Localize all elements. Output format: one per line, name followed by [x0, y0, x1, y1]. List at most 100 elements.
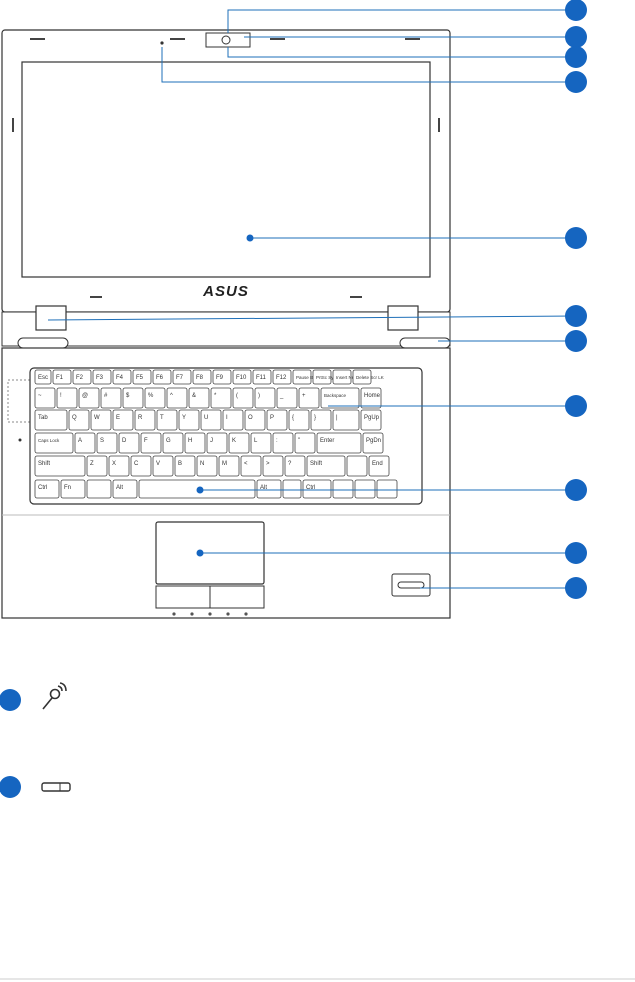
keyboard-key-label: F3	[96, 375, 104, 381]
keyboard-key-label: ?	[288, 461, 292, 467]
keyboard-key: F3	[92, 369, 112, 385]
keyboard-key-label: X	[112, 461, 116, 467]
display-panel	[21, 61, 431, 278]
legend-item-microphone	[0, 682, 67, 711]
keyboard-key-label: _	[279, 393, 284, 399]
keyboard-key: Delete Scr LK	[352, 369, 384, 385]
keyboard-key: F12	[272, 369, 292, 385]
instant-key-left	[17, 337, 69, 349]
keyboard-key-label: Ctrl	[306, 485, 315, 491]
callout	[196, 542, 587, 564]
callout	[47, 305, 587, 327]
keyboard-key: (	[232, 387, 254, 409]
keyboard-key-label: )	[258, 393, 260, 399]
keyboard-key-label: %	[148, 393, 154, 399]
keyboard-key: E	[112, 409, 134, 431]
keyboard-key: }	[310, 409, 332, 431]
keyboard-key: C	[130, 455, 152, 477]
keyboard-key-label: $	[126, 393, 130, 399]
callout-anchor-dot	[196, 486, 204, 494]
keyboard-key: F9	[212, 369, 232, 385]
keyboard-key: F2	[72, 369, 92, 385]
keyboard-key: Caps Lock	[34, 432, 74, 454]
callout-marker	[565, 330, 587, 352]
slot-icon	[41, 782, 71, 792]
keyboard-key-label: @	[82, 393, 88, 399]
keyboard-key-label: &	[192, 393, 196, 399]
keyboard-key: W	[90, 409, 112, 431]
legend-item-slot	[0, 776, 71, 798]
keyboard-key-label: Q	[72, 415, 77, 421]
keyboard-key: Alt	[256, 479, 282, 499]
callout	[246, 227, 587, 249]
callout	[161, 47, 587, 93]
keyboard-key-label: >	[266, 461, 270, 467]
callout-marker	[565, 71, 587, 93]
keyboard-key: Q	[68, 409, 90, 431]
keyboard-key-label: (	[236, 393, 238, 399]
keyboard-key-label: :	[276, 438, 278, 444]
keyboard-key-label: F6	[156, 375, 164, 381]
callout	[196, 479, 587, 501]
callout-marker	[565, 479, 587, 501]
keyboard-key: H	[184, 432, 206, 454]
keyboard-key-label: F10	[236, 375, 247, 381]
keyboard-key-label: U	[204, 415, 208, 421]
callout-marker	[565, 542, 587, 564]
keyboard-key-label: Z	[90, 461, 94, 467]
keyboard-key-label: End	[372, 461, 383, 467]
touchpad-left-button	[155, 585, 211, 609]
keyboard-key-label: PgUp	[364, 415, 380, 421]
keyboard-key: P	[266, 409, 288, 431]
keyboard-key-label: ~	[38, 393, 42, 399]
keyboard-key: F	[140, 432, 162, 454]
callout-marker	[565, 305, 587, 327]
keyboard-key-label: F9	[216, 375, 224, 381]
keyboard-key: F7	[172, 369, 192, 385]
keyboard-key: J	[206, 432, 228, 454]
callout	[438, 330, 587, 352]
keyboard-key-label: {	[292, 415, 294, 421]
keyboard-key	[346, 455, 368, 477]
keyboard-key-label: E	[116, 415, 120, 421]
keyboard-key-label: Tab	[38, 415, 48, 421]
laptop-lid: ASUS	[1, 29, 451, 313]
keyboard-key-label: T	[160, 415, 164, 421]
keyboard-key: PgUp	[360, 409, 382, 431]
keyboard-key: F8	[192, 369, 212, 385]
fingerprint-reader	[397, 581, 425, 589]
keyboard-key: End	[368, 455, 390, 477]
keyboard-key-label: PgDn	[366, 438, 381, 444]
keyboard-key-label: Alt	[116, 485, 123, 491]
keyboard-key: Alt	[112, 479, 138, 499]
keyboard-key: ~	[34, 387, 56, 409]
keyboard-key	[282, 479, 302, 499]
keyboard-key-label: F7	[176, 375, 184, 381]
keyboard-key: I	[222, 409, 244, 431]
keyboard-key: Insert Num LK	[332, 369, 365, 385]
callout-anchor-dot	[246, 234, 254, 242]
callouts	[47, 0, 587, 599]
keyboard-key: F6	[152, 369, 172, 385]
keyboard-key-label: W	[94, 415, 100, 421]
keyboard-key-label: Backspace	[324, 393, 347, 398]
keyboard-key-label: Insert Num LK	[336, 375, 365, 380]
keyboard-key: X	[108, 455, 130, 477]
keyboard-key-label: Delete Scr LK	[356, 375, 384, 380]
keyboard-key-label: +	[302, 393, 306, 399]
keyboard-key: F4	[112, 369, 132, 385]
keyboard-key: G	[162, 432, 184, 454]
keyboard-key-label: F	[144, 438, 148, 444]
keyboard-key-label: "	[298, 438, 300, 444]
keyboard-key-label: C	[134, 461, 139, 467]
keyboard-key-label: M	[222, 461, 227, 467]
callout-marker	[565, 46, 587, 68]
keyboard-key	[332, 479, 354, 499]
keyboard-key-label: S	[100, 438, 104, 444]
keyboard-key-label: D	[122, 438, 127, 444]
keyboard-key	[354, 479, 376, 499]
keyboard-key: Z	[86, 455, 108, 477]
keyboard-key-label: O	[248, 415, 253, 421]
keyboard-key: U	[200, 409, 222, 431]
